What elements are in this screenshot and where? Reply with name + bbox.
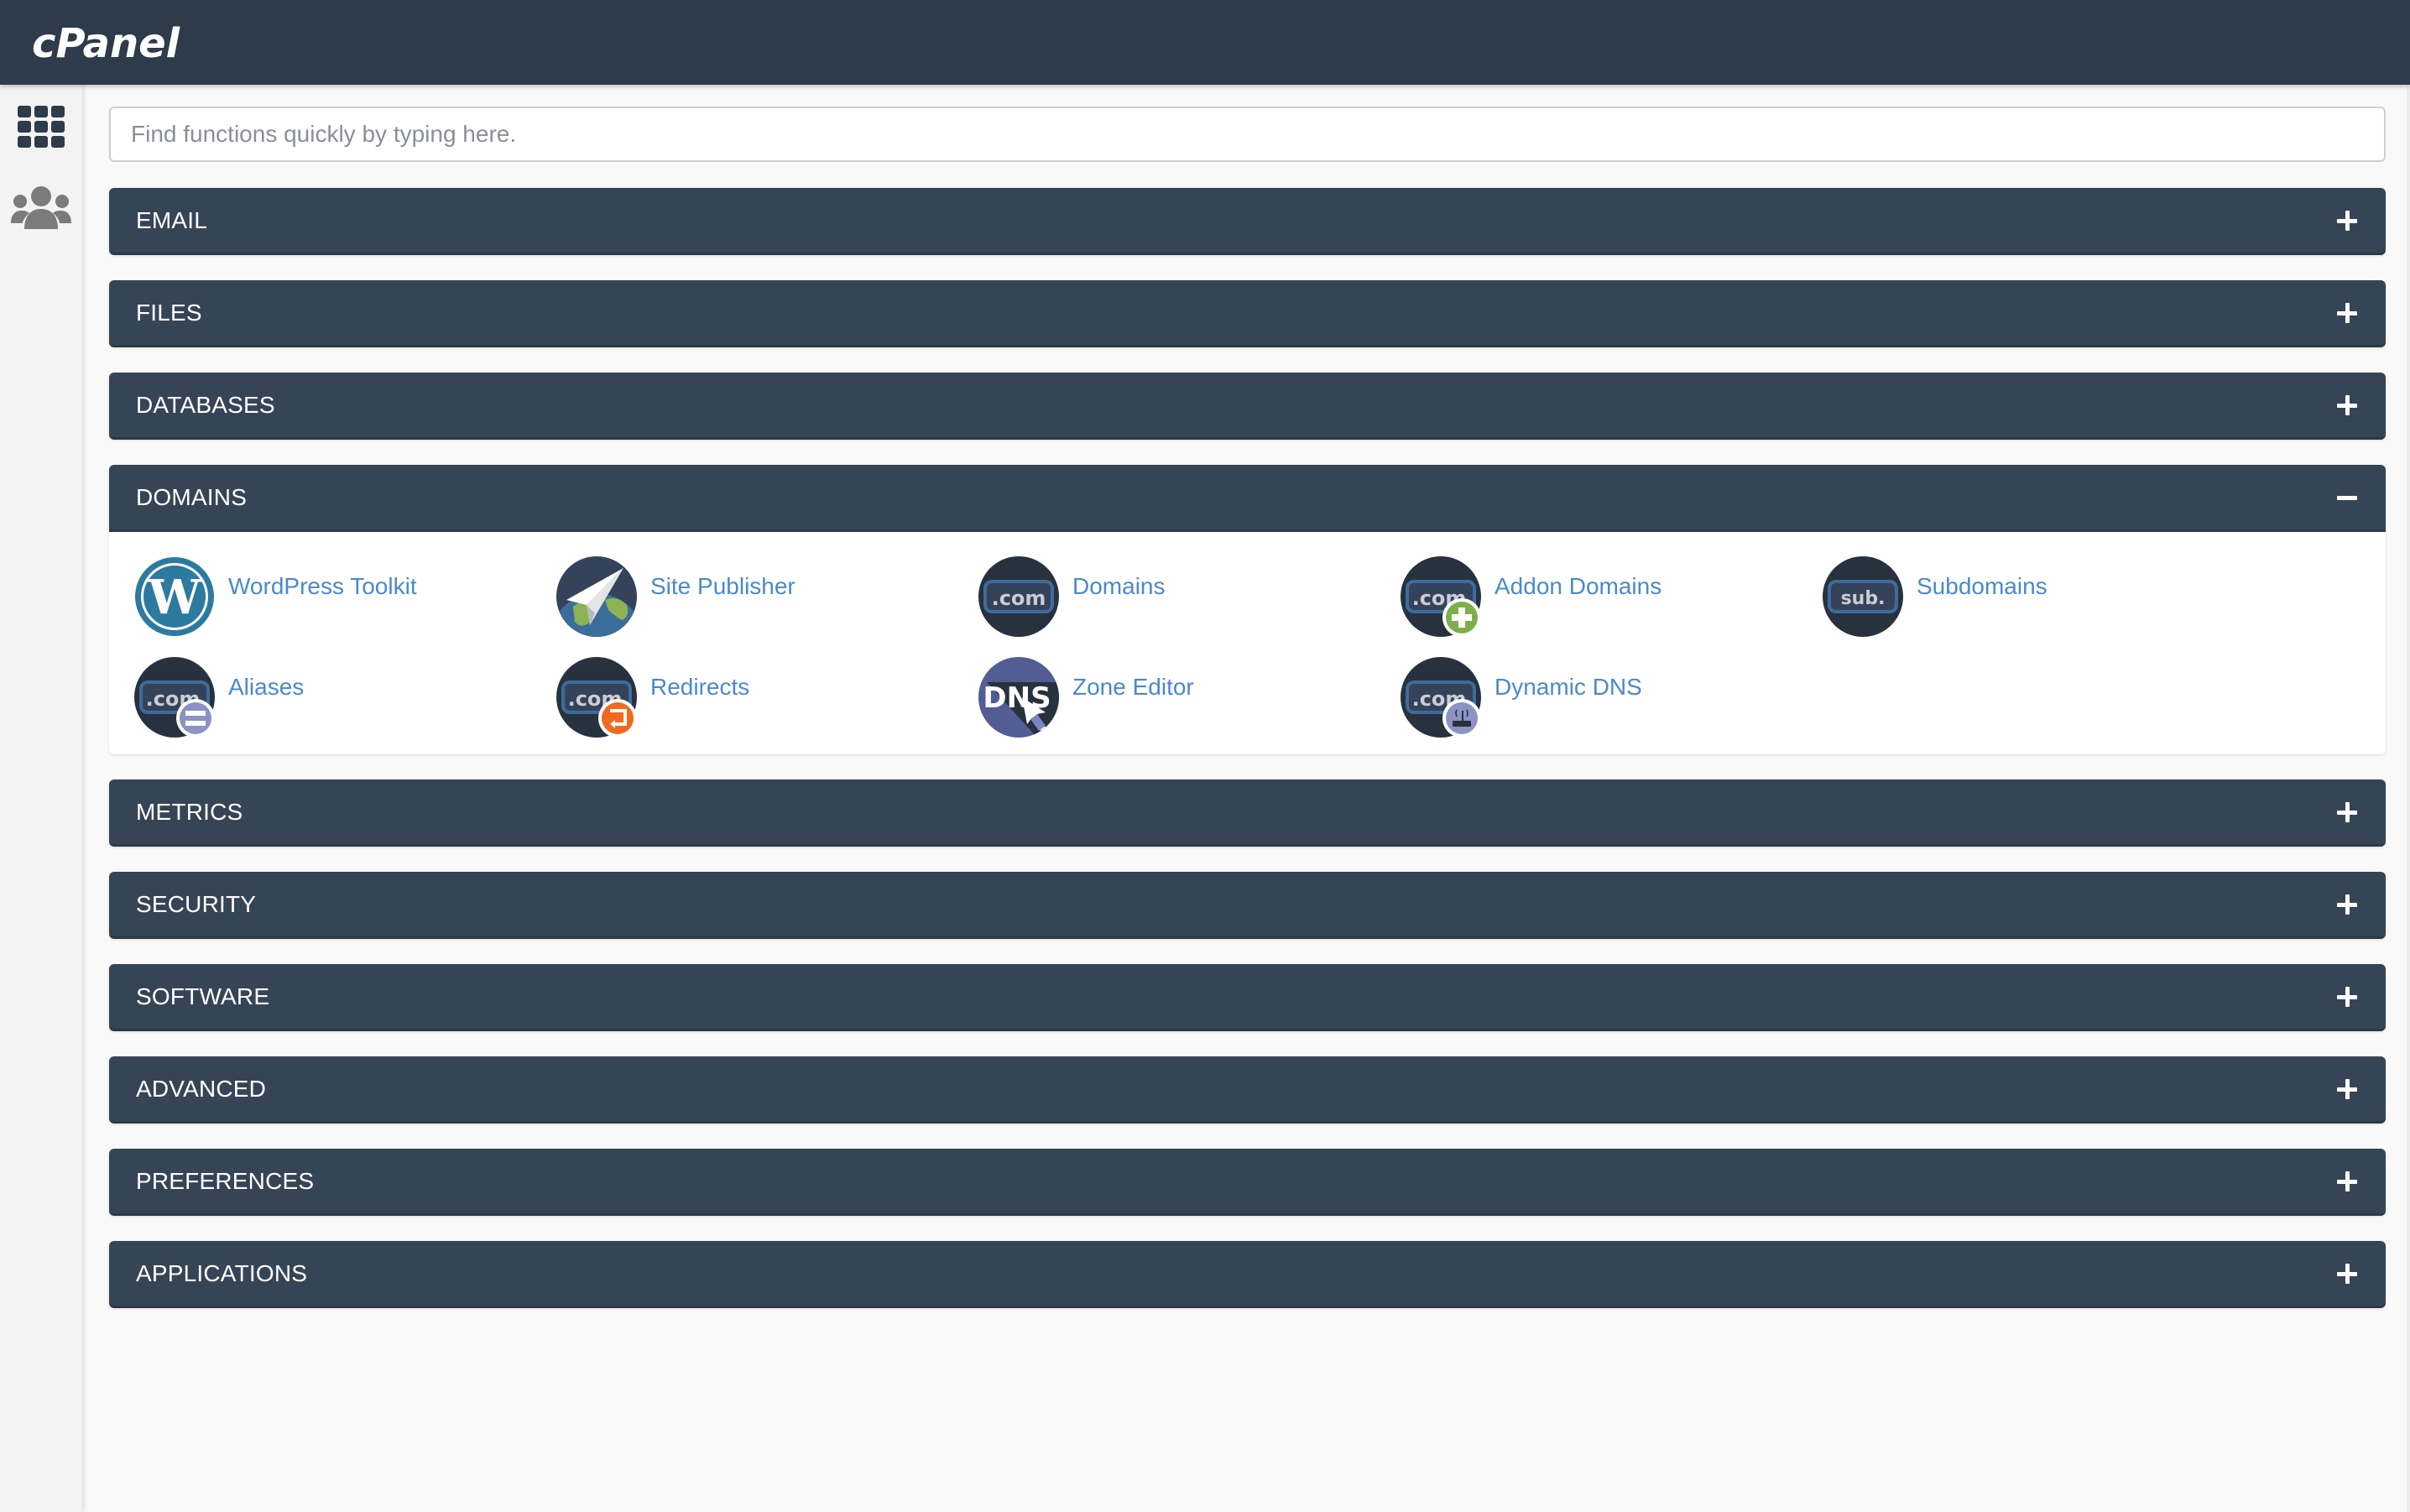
section-email: EMAIL: [109, 188, 2386, 255]
sub-icon: sub.: [1823, 556, 1903, 637]
section-header-email[interactable]: EMAIL: [109, 188, 2386, 255]
section-header-metrics[interactable]: METRICS: [109, 779, 2386, 847]
sidebar-item-users[interactable]: [0, 174, 82, 241]
item-zone-editor[interactable]: DNS Zone Editor: [978, 657, 1401, 738]
item-wordpress-toolkit[interactable]: W WordPress Toolkit: [134, 556, 556, 637]
section-header-security[interactable]: SECURITY: [109, 872, 2386, 939]
dotcom-plus-icon: .com: [1401, 556, 1481, 637]
section-header-files[interactable]: FILES: [109, 280, 2386, 347]
page-scrollbar[interactable]: [2407, 85, 2410, 1512]
section-header-applications[interactable]: APPLICATIONS: [109, 1241, 2386, 1308]
dotcom-redirect-icon: .com: [556, 657, 637, 738]
item-label: Dynamic DNS: [1495, 674, 1642, 700]
plus-icon[interactable]: [2335, 209, 2359, 232]
plus-icon[interactable]: [2335, 1077, 2359, 1101]
section-list: EMAIL FILES DATABASES DOMAINS: [109, 188, 2386, 1333]
section-header-databases[interactable]: DATABASES: [109, 373, 2386, 440]
svg-text:.com: .com: [992, 587, 1046, 610]
section-title: SOFTWARE: [136, 983, 270, 1009]
section-title: EMAIL: [136, 206, 208, 233]
section-title: METRICS: [136, 798, 243, 825]
item-domains[interactable]: .com Domains: [978, 556, 1401, 637]
plus-icon[interactable]: [2335, 394, 2359, 417]
section-header-software[interactable]: SOFTWARE: [109, 964, 2386, 1031]
section-title: ADVANCED: [136, 1075, 267, 1102]
section-applications: APPLICATIONS: [109, 1241, 2386, 1308]
item-site-publisher[interactable]: Site Publisher: [556, 556, 978, 637]
section-preferences: PREFERENCES: [109, 1149, 2386, 1216]
svg-text:cPanel: cPanel: [32, 20, 180, 65]
minus-icon[interactable]: [2335, 486, 2359, 509]
section-header-advanced[interactable]: ADVANCED: [109, 1056, 2386, 1124]
sidebar-item-tools[interactable]: [0, 93, 82, 160]
cpanel-logo[interactable]: cPanel: [32, 18, 191, 65]
item-label: WordPress Toolkit: [228, 573, 417, 599]
plus-icon[interactable]: [2335, 800, 2359, 824]
plus-icon[interactable]: [2335, 1262, 2359, 1285]
section-title: PREFERENCES: [136, 1167, 315, 1194]
section-title: APPLICATIONS: [136, 1259, 308, 1286]
section-files: FILES: [109, 280, 2386, 347]
item-label: Zone Editor: [1072, 674, 1194, 700]
svg-text:W: W: [148, 570, 202, 625]
item-dynamic-dns[interactable]: .com Dynamic DNS: [1401, 657, 1823, 738]
item-label: Aliases: [228, 674, 305, 700]
plus-icon[interactable]: [2335, 985, 2359, 1009]
dotcom-equals-icon: .com: [134, 657, 215, 738]
section-domains: DOMAINS W WordPress Toolkit: [109, 465, 2386, 754]
section-software: SOFTWARE: [109, 964, 2386, 1031]
item-label: Addon Domains: [1495, 573, 1662, 599]
dns-edit-icon: DNS: [978, 657, 1059, 738]
item-aliases[interactable]: .com Aliases: [134, 657, 556, 738]
sidebar: [0, 85, 82, 1512]
dotcom-icon: .com: [978, 556, 1059, 637]
wordpress-icon: W: [135, 557, 214, 636]
item-label: Subdomains: [1917, 573, 2047, 599]
section-title: DOMAINS: [136, 483, 248, 510]
item-label: Domains: [1072, 573, 1166, 599]
grid-icon: [18, 106, 65, 148]
search-input[interactable]: [109, 107, 2386, 162]
top-bar: cPanel: [0, 0, 2410, 85]
section-advanced: ADVANCED: [109, 1056, 2386, 1124]
section-header-domains[interactable]: DOMAINS: [109, 465, 2386, 532]
item-label: Site Publisher: [650, 573, 796, 599]
item-label: Redirects: [650, 674, 750, 700]
section-title: SECURITY: [136, 890, 257, 917]
item-redirects[interactable]: .com Redirects: [556, 657, 978, 738]
dotcom-router-icon: .com: [1401, 657, 1481, 738]
section-title: DATABASES: [136, 391, 275, 418]
section-databases: DATABASES: [109, 373, 2386, 440]
section-metrics: METRICS: [109, 779, 2386, 847]
item-subdomains[interactable]: sub. Subdomains: [1823, 556, 2245, 637]
domains-items: W WordPress Toolkit: [109, 532, 2386, 754]
plus-icon[interactable]: [2335, 893, 2359, 916]
paper-plane-globe-icon: [556, 556, 637, 637]
section-title: FILES: [136, 299, 202, 326]
svg-text:sub.: sub.: [1841, 588, 1886, 609]
plus-icon[interactable]: [2335, 301, 2359, 325]
plus-icon[interactable]: [2335, 1170, 2359, 1193]
section-security: SECURITY: [109, 872, 2386, 939]
users-icon: [11, 186, 71, 229]
section-header-preferences[interactable]: PREFERENCES: [109, 1149, 2386, 1216]
item-addon-domains[interactable]: .com Addon Domains: [1401, 556, 1823, 637]
